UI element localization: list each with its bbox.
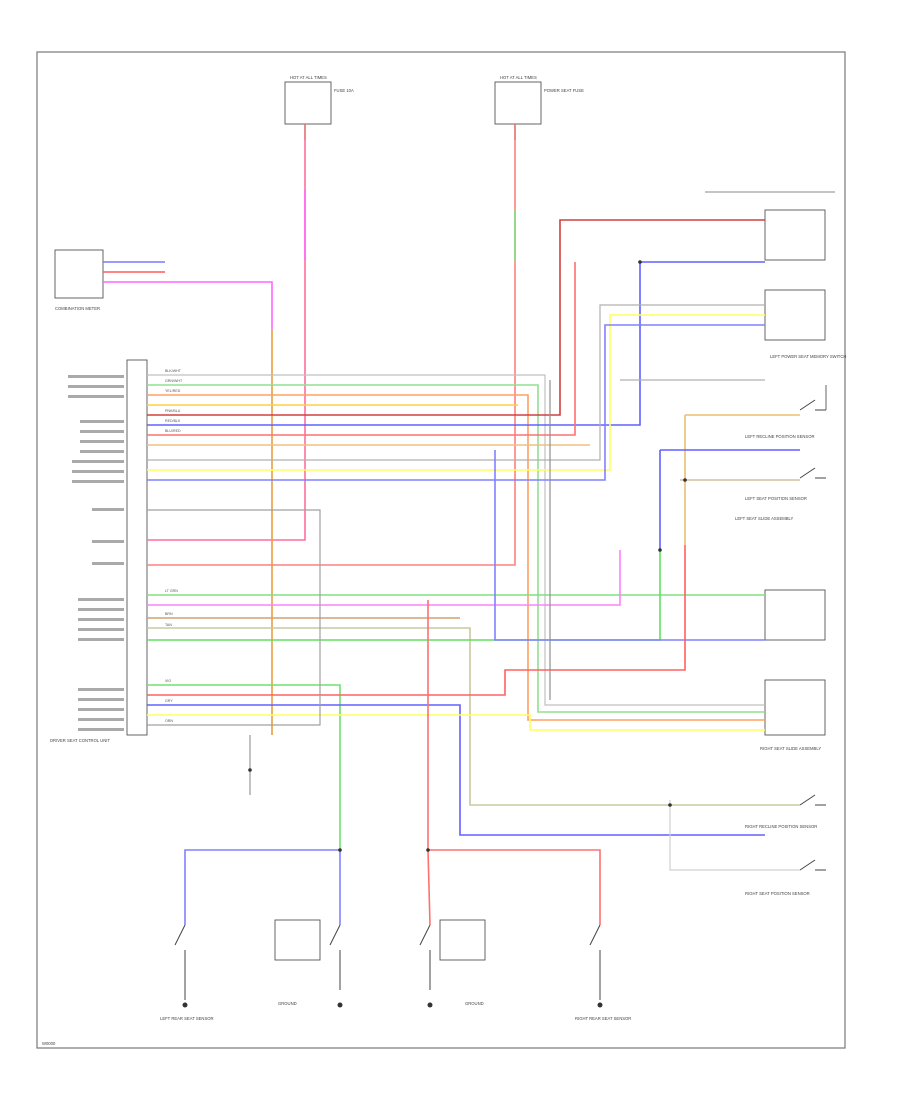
svg-text:TAN: TAN [165,623,172,627]
diagram-frame [36,51,846,1049]
left-power-seat-adjustment-switch: LEFT POWER SEAT MEMORY SWITCH [764,289,846,359]
svg-text:LEFT POWER SEAT MEMORY SWITCH: LEFT POWER SEAT MEMORY SWITCH [770,354,846,359]
svg-text:VIO: VIO [165,679,171,683]
right-seat-position-sensor: RIGHT SEAT POSITION SENSOR [745,859,826,896]
driver-seat-control-unit: DRIVER SEAT CONTROL UNIT [50,359,148,743]
svg-text:DRIVER SEAT CONTROL UNIT: DRIVER SEAT CONTROL UNIT [50,738,110,743]
svg-text:LEFT SEAT POSITION SENSOR: LEFT SEAT POSITION SENSOR [745,496,807,501]
footer-code: W0000 [42,1041,56,1046]
left-power-seat-memory-switch [764,209,826,261]
svg-text:RIGHT SEAT POSITION SENSOR: RIGHT SEAT POSITION SENSOR [745,891,810,896]
svg-text:LT GRN: LT GRN [165,589,178,593]
svg-text:GRN/WHT: GRN/WHT [165,379,183,383]
svg-text:COMBINATION METER: COMBINATION METER [55,306,100,311]
svg-text:ORN: ORN [165,719,173,723]
svg-text:YEL/RED: YEL/RED [165,389,181,393]
svg-text:BLK/WHT: BLK/WHT [165,369,182,373]
right-power-seat-adjustment-switch [764,589,826,641]
svg-text:GRY: GRY [165,699,173,703]
connector-pin-labels [68,375,124,731]
svg-text:LEFT RECLINE POSITION SENSOR: LEFT RECLINE POSITION SENSOR [745,434,815,439]
svg-text:RED/BLK: RED/BLK [165,419,181,423]
svg-text:RIGHT SEAT SLIDE ASSEMBLY: RIGHT SEAT SLIDE ASSEMBLY [760,746,821,751]
left-center-switch: GROUND [274,919,343,1008]
svg-text:POWER SEAT FUSE: POWER SEAT FUSE [544,88,584,93]
pin-color-labels: BLK/WHT GRN/WHT YEL/RED PNK/BLU RED/BLK … [165,369,183,723]
fuse-right: HOT AT ALL TIMES POWER SEAT FUSE [494,75,584,140]
svg-text:HOT AT ALL TIMES: HOT AT ALL TIMES [500,75,537,80]
wires [103,140,800,926]
combination-meter: COMBINATION METER [54,249,104,311]
svg-text:BLU/RED: BLU/RED [165,429,181,433]
svg-text:LEFT REAR SEAT SENSOR: LEFT REAR SEAT SENSOR [160,1016,214,1021]
right-seat-slide-assembly: RIGHT SEAT SLIDE ASSEMBLY [760,679,826,751]
svg-text:RIGHT RECLINE POSITION SENSOR: RIGHT RECLINE POSITION SENSOR [745,824,817,829]
right-rear-sensor: RIGHT REAR SEAT SENSOR [575,924,631,1021]
svg-text:RIGHT REAR SEAT SENSOR: RIGHT REAR SEAT SENSOR [575,1016,631,1021]
svg-text:GROUND: GROUND [465,1001,484,1006]
left-seat-position-sensor: LEFT SEAT POSITION SENSOR [745,467,826,501]
junction-dots [248,260,687,852]
right-center-switch: GROUND [419,919,486,1008]
svg-text:FUSE 10A: FUSE 10A [334,88,354,93]
left-recline-sensor: LEFT RECLINE POSITION SENSOR [745,385,827,439]
left-rear-sensor: LEFT REAR SEAT SENSOR [160,924,214,1021]
svg-text:PNK/BLU: PNK/BLU [165,409,181,413]
svg-text:HOT AT ALL TIMES: HOT AT ALL TIMES [290,75,327,80]
svg-text:GROUND: GROUND [278,1001,297,1006]
fuse-left: HOT AT ALL TIMES FUSE 10A [284,75,354,140]
svg-text:BRN: BRN [165,612,173,616]
right-recline-sensor: RIGHT RECLINE POSITION SENSOR [745,794,826,829]
left-seat-slide-label: LEFT SEAT SLIDE ASSEMBLY [735,516,794,521]
